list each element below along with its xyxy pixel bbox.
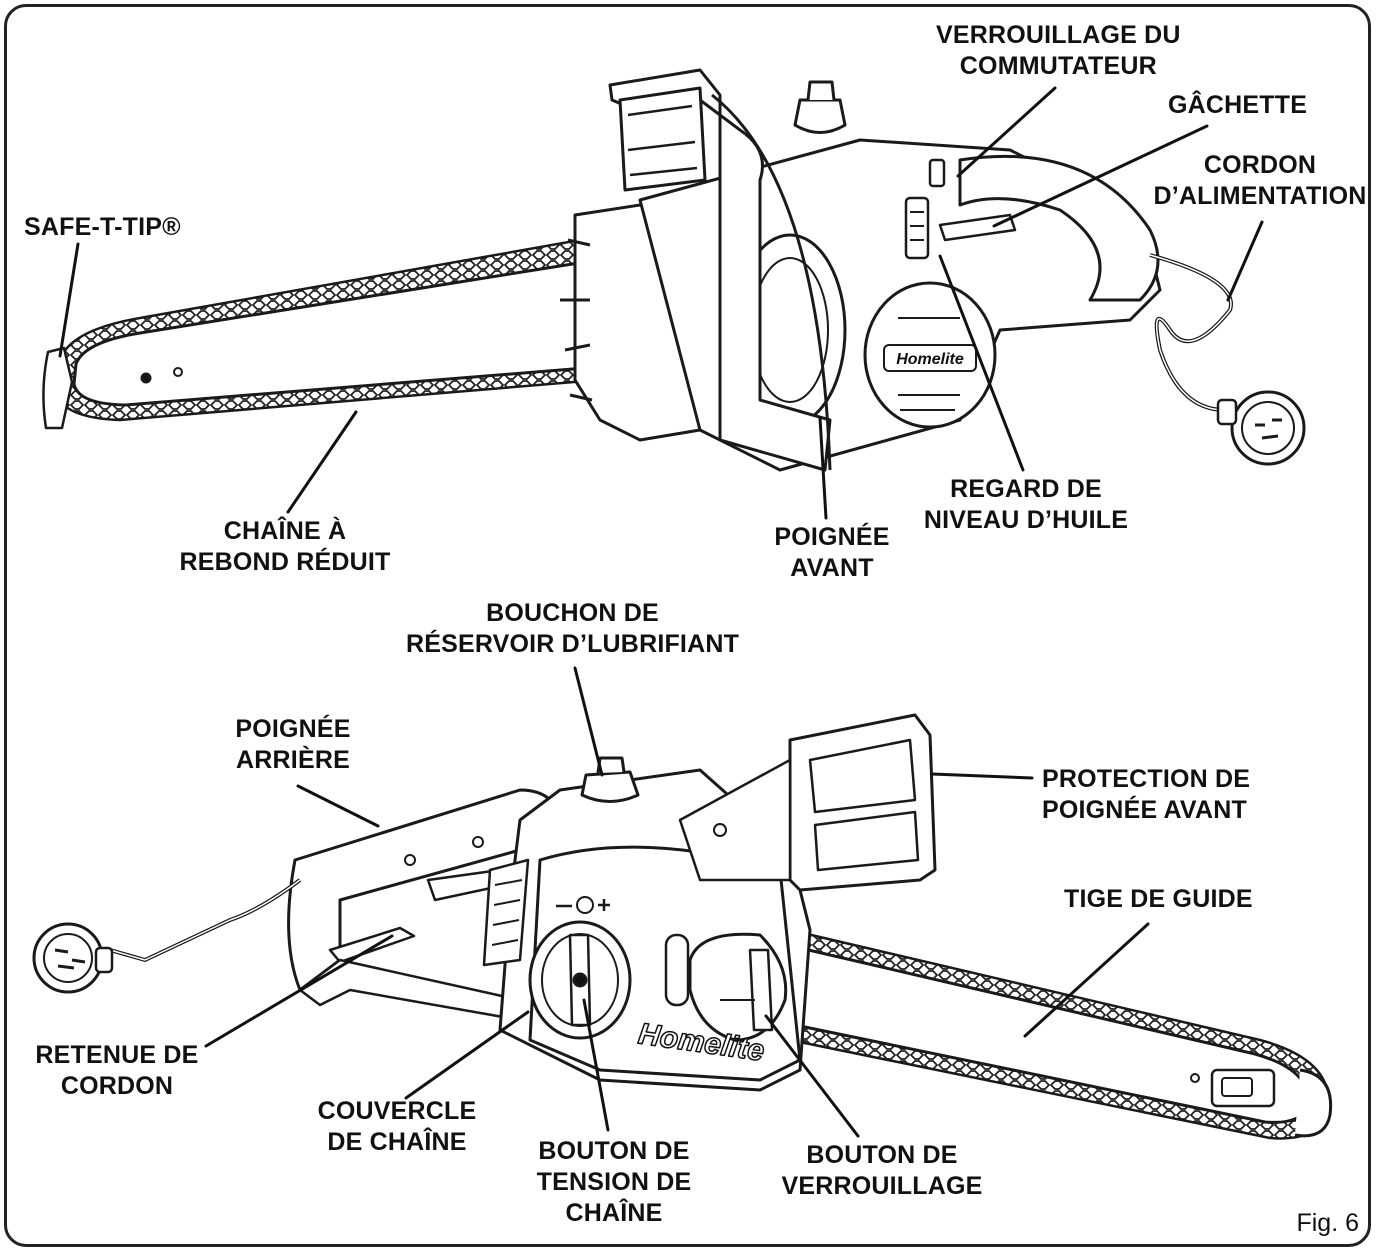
label-trigger: GÂCHETTE xyxy=(1168,91,1308,119)
top-brand-logo: Homelite xyxy=(896,351,964,368)
top-power-cord xyxy=(1149,253,1233,412)
bottom-oil-cap xyxy=(580,770,640,803)
top-chainsaw: Homelite xyxy=(42,68,1306,472)
bottom-power-cord xyxy=(109,878,302,962)
leader-lines xyxy=(58,86,1264,1138)
top-front-handle xyxy=(608,68,832,472)
label-safe-t-tip: SAFE-T-TIP® xyxy=(24,213,181,241)
figure-number: Fig. 6 xyxy=(1296,1209,1359,1237)
bottom-chainsaw: Homelite xyxy=(32,713,1333,1140)
label-guide-bar: TIGE DE GUIDE xyxy=(1064,885,1253,913)
figure-frame xyxy=(4,4,1371,1247)
safe-t-tip xyxy=(42,346,74,430)
